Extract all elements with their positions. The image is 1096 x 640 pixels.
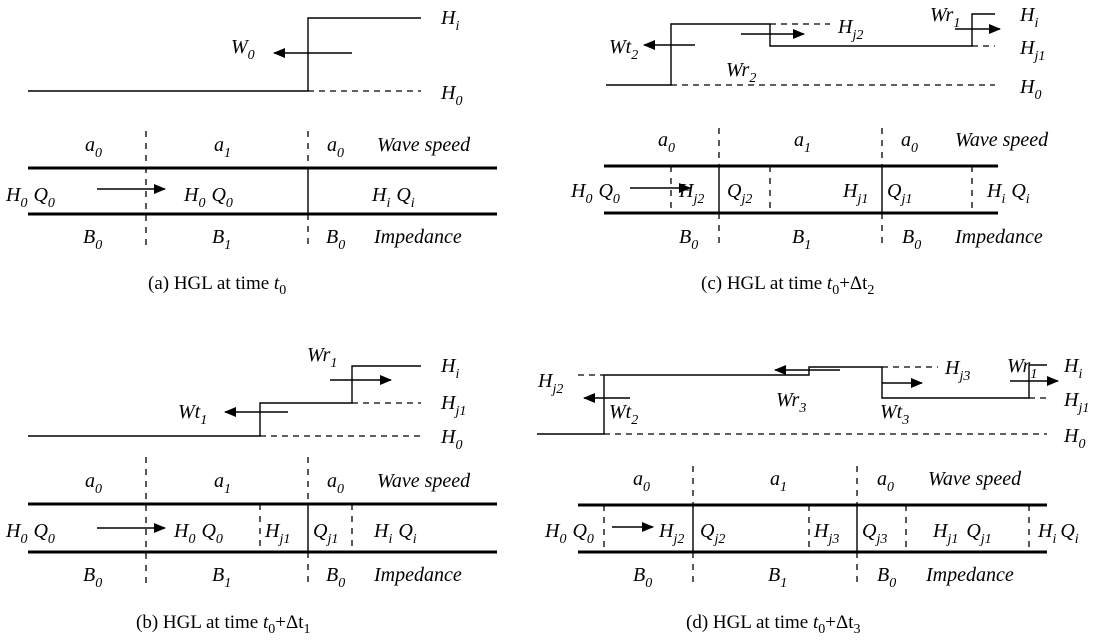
- hgl-label-hj3: Hj3: [944, 357, 970, 384]
- hgl-label-h0: H0: [1063, 425, 1085, 452]
- hgl-plot-d: Wr1 Wt2 Wr3 Wt3 Hj2 Hj3 Hi Hj1 H0: [537, 355, 1089, 452]
- impedance-title: Impedance: [373, 226, 462, 248]
- impedance-label: B1: [768, 564, 787, 591]
- impedance-label: B0: [326, 564, 345, 591]
- state-label: Hj1: [264, 520, 290, 547]
- wave-label-wr1: Wr1: [307, 344, 337, 371]
- state-label: Qj2: [700, 520, 725, 547]
- impedance-label: B1: [212, 564, 231, 591]
- impedance-label: B1: [212, 226, 231, 253]
- impedance-label: B0: [877, 564, 896, 591]
- wave-label-w0: W0: [231, 36, 255, 63]
- hgl-label-hj2: Hj2: [837, 16, 863, 43]
- wave-label-wr3: Wr3: [776, 389, 806, 416]
- impedance-label: B1: [792, 226, 811, 253]
- wave-label-wt3: Wt3: [880, 401, 909, 428]
- impedance-label: B0: [633, 564, 652, 591]
- state-label: Qj3: [862, 520, 887, 547]
- state-label: Hj3: [813, 520, 839, 547]
- state-label: Hj2: [678, 180, 704, 207]
- hgl-label-hi: Hi: [1063, 355, 1082, 382]
- wave-speed-label: a0: [633, 468, 650, 495]
- hgl-label-hi: Hi: [1019, 4, 1038, 31]
- wave-speed-title: Wave speed: [928, 468, 1022, 490]
- state-label: Qj1: [887, 180, 912, 207]
- wave-speed-label: a0: [327, 134, 344, 161]
- hgl-label-hi: Hi: [440, 355, 459, 382]
- panel-caption: (d) HGL at time t0+Δt3: [686, 612, 860, 637]
- hgl-label-hj1: Hj1: [1019, 37, 1045, 64]
- panel-b: Wr1 Wt1 Hi Hj1 H0 a0 a1 a0 Wave speed H0…: [5, 344, 497, 637]
- wave-speed-label: a0: [658, 129, 675, 156]
- panel-d: Wr1 Wt2 Wr3 Wt3 Hj2 Hj3 Hi Hj1 H0 a0 a1: [537, 355, 1089, 637]
- wave-label-wr1: Wr1: [1007, 355, 1037, 382]
- state-label: Qj1: [313, 520, 338, 547]
- panel-caption: (c) HGL at time t0+Δt2: [701, 273, 874, 298]
- hgl-line: [28, 365, 421, 437]
- wave-label-wr2: Wr2: [726, 59, 756, 86]
- wave-speed-label: a0: [85, 470, 102, 497]
- wave-speed-label: a1: [770, 468, 787, 495]
- hgl-plot-b: Wr1 Wt1 Hi Hj1 H0: [28, 344, 466, 453]
- hgl-label-hj1: Hj1: [440, 392, 466, 419]
- wave-speed-title: Wave speed: [955, 129, 1049, 151]
- wave-speed-label: a1: [794, 129, 811, 156]
- wave-label-wt2: Wt2: [609, 401, 638, 428]
- hgl-label-hi: Hi: [440, 7, 459, 34]
- wave-speed-label: a0: [877, 468, 894, 495]
- impedance-label: B0: [326, 226, 345, 253]
- impedance-label: B0: [83, 564, 102, 591]
- state-label: Hj1: [842, 180, 868, 207]
- hgl-label-h0: H0: [440, 82, 462, 109]
- wave-speed-label: a0: [901, 129, 918, 156]
- impedance-label: B0: [679, 226, 698, 253]
- hgl-label-h0: H0: [1019, 76, 1041, 103]
- hgl-plot-c: Wt2 Wr1 Wr2 Hj2 Hi Hj1 H0: [606, 4, 1045, 103]
- wave-label-wr1: Wr1: [930, 4, 960, 31]
- hgl-plot-a: W0 Hi H0: [28, 7, 462, 109]
- impedance-label: B0: [902, 226, 921, 253]
- hgl-label-h0: H0: [440, 426, 462, 453]
- state-label: Qj2: [727, 180, 752, 207]
- hgl-line: [606, 13, 995, 86]
- panel-caption: (a) HGL at time t0: [148, 273, 286, 298]
- wave-speed-title: Wave speed: [377, 470, 471, 492]
- wave-speed-title: Wave speed: [377, 134, 471, 156]
- hgl-label-hj2: Hj2: [537, 370, 563, 397]
- hgl-line: [28, 17, 421, 92]
- impedance-title: Impedance: [954, 226, 1043, 248]
- hgl-label-hj1: Hj1: [1063, 389, 1089, 416]
- state-label: Hj2: [658, 520, 684, 547]
- wave-label-wt2: Wt2: [609, 36, 638, 63]
- wave-speed-label: a1: [214, 134, 231, 161]
- wave-speed-label: a0: [85, 134, 102, 161]
- wave-speed-label: a1: [214, 470, 231, 497]
- impedance-label: B0: [83, 226, 102, 253]
- impedance-title: Impedance: [373, 564, 462, 586]
- panel-caption: (b) HGL at time t0+Δt1: [136, 612, 310, 637]
- panel-c: Wt2 Wr1 Wr2 Hj2 Hi Hj1 H0 a0 a1 a0 Wave …: [570, 4, 1049, 298]
- impedance-title: Impedance: [925, 564, 1014, 586]
- wave-label-wt1: Wt1: [178, 401, 207, 428]
- wave-speed-label: a0: [327, 470, 344, 497]
